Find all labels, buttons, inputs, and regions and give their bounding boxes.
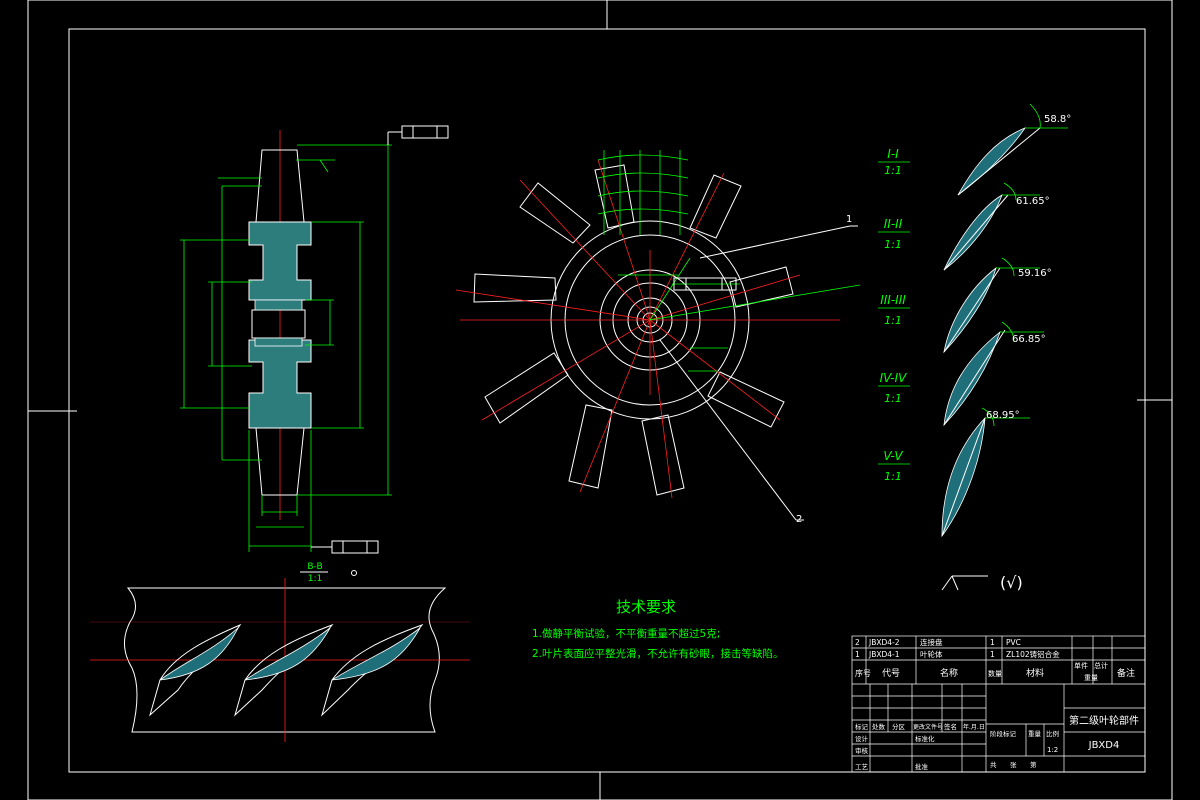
impeller-front-view xyxy=(455,150,861,521)
bottom-view-title: B-B xyxy=(307,562,322,572)
angle-3: 59.16° xyxy=(1018,268,1052,279)
roughness-note: (√) xyxy=(1000,573,1023,592)
svg-text:1:1: 1:1 xyxy=(884,314,902,327)
label-date: 年.月.日 xyxy=(963,723,985,731)
label-stage: 阶段标记 xyxy=(990,729,1017,738)
section-title-5: V-V 1:1 xyxy=(878,449,910,483)
svg-text:III-III: III-III xyxy=(880,293,906,307)
section-title-1: I-I 1:1 xyxy=(878,147,910,177)
row1-qty: 1 xyxy=(990,650,995,659)
label-page: 第 xyxy=(1030,760,1037,769)
roughness-symbol xyxy=(941,575,988,591)
svg-text:V-V: V-V xyxy=(883,449,903,463)
row1-code: JBXD4-1 xyxy=(868,650,900,659)
header-total: 总计 xyxy=(1094,661,1108,670)
blade-developed-view xyxy=(90,570,470,742)
header-code: 代号 xyxy=(882,668,900,679)
label-count: 处数 xyxy=(872,722,886,731)
label-sheet: 张 xyxy=(1010,760,1017,769)
section-title-4: IV-IV 1:1 xyxy=(878,371,910,405)
header-single: 单件 xyxy=(1074,661,1088,670)
svg-text:1:1: 1:1 xyxy=(884,392,902,405)
header-weight: 重量 xyxy=(1084,674,1098,682)
drawing-name: 第二级叶轮部件 xyxy=(1069,714,1139,727)
row2-code: JBXD4-2 xyxy=(868,638,900,647)
row1-material: ZL102铸铝合金 xyxy=(1006,649,1060,659)
svg-text:1:1: 1:1 xyxy=(884,164,902,177)
label-zone: 分区 xyxy=(892,722,906,731)
bottom-view-scale: 1:1 xyxy=(308,574,322,584)
label-standard: 标准化 xyxy=(915,734,935,743)
header-material: 材料 xyxy=(1026,667,1044,679)
label-design: 设计 xyxy=(855,734,869,743)
label-doc: 更改文件号 xyxy=(913,723,943,731)
label-weight: 重量 xyxy=(1028,730,1042,738)
angle-2: 61.65° xyxy=(1016,196,1050,207)
scale-value: 1:2 xyxy=(1047,746,1058,754)
part-number-2: 2 xyxy=(796,514,802,525)
row1-name: 叶轮体 xyxy=(920,649,943,659)
section-title-3: III-III 1:1 xyxy=(878,293,910,327)
requirement-2: 2.叶片表面应平整光滑，不允许有砂眼，接击等缺陷。 xyxy=(532,647,784,660)
header-name: 名称 xyxy=(940,667,958,679)
label-sign: 签名 xyxy=(944,722,957,731)
svg-text:1:1: 1:1 xyxy=(884,470,902,483)
angle-1: 58.8° xyxy=(1044,114,1071,125)
row2-no: 2 xyxy=(855,638,860,647)
header-remark: 备注 xyxy=(1117,667,1135,679)
svg-text:I-I: I-I xyxy=(887,147,899,161)
label-mark: 标记 xyxy=(855,722,869,731)
requirement-1: 1.做静平衡试验，不平衡重量不超过5克; xyxy=(532,627,720,640)
svg-text:1:1: 1:1 xyxy=(884,238,902,251)
header-no: 序号 xyxy=(855,668,871,678)
sheet-border xyxy=(27,0,1173,800)
label-process: 工艺 xyxy=(855,763,869,771)
section-title-2: II-II 1:1 xyxy=(878,217,910,251)
label-check: 审核 xyxy=(855,746,869,755)
label-total: 共 xyxy=(990,760,997,769)
row1-no: 1 xyxy=(855,650,860,659)
svg-text:IV-IV: IV-IV xyxy=(880,371,908,385)
side-section-view xyxy=(180,125,449,554)
row2-name: 连接盘 xyxy=(920,637,943,647)
row2-material: PVC xyxy=(1006,638,1021,647)
part-number-1: 1 xyxy=(846,214,852,225)
header-qty: 数量 xyxy=(988,669,1002,678)
drawing-code: JBXD4 xyxy=(1088,740,1120,751)
label-approve: 批准 xyxy=(915,762,929,771)
row2-qty: 1 xyxy=(990,638,995,647)
requirements-title: 技术要求 xyxy=(616,598,676,616)
svg-text:II-II: II-II xyxy=(884,217,903,231)
angle-5: 68.95° xyxy=(986,410,1020,421)
angle-4: 66.85° xyxy=(1012,334,1046,345)
blade-section-views xyxy=(941,103,1068,538)
title-block xyxy=(851,635,1146,773)
label-scale: 比例 xyxy=(1046,729,1059,738)
title-block-text: 2 JBXD4-2 连接盘 1 PVC 1 JBXD4-1 叶轮体 1 ZL10… xyxy=(855,637,1139,771)
